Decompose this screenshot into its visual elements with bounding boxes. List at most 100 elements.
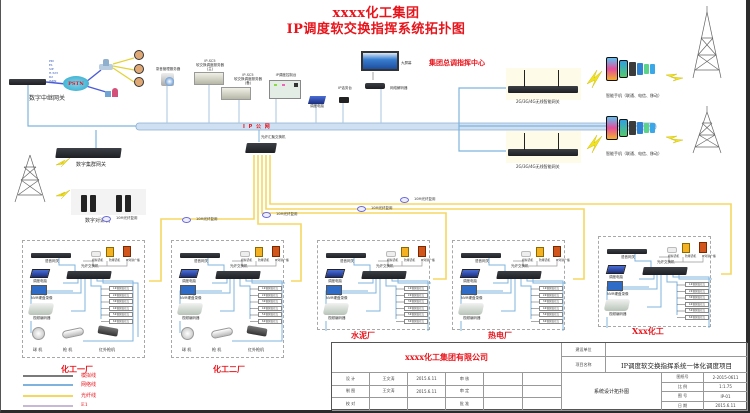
camera-label: 枪 机 — [212, 347, 222, 352]
title-block-sign-cell — [523, 373, 562, 386]
plant-fiber-switch-icon — [361, 271, 407, 279]
title-block-meta-value: IP-01 — [704, 392, 748, 402]
diagram-title-company: xxxx化工集团 — [332, 6, 420, 21]
video-encoder-icon — [603, 299, 631, 311]
pbx-icon — [97, 58, 115, 71]
voice-gateway-label: 语音网关 — [194, 259, 208, 263]
laptop-icon — [178, 269, 200, 278]
drawing-title-block: xxxx化工集团有限公司 建设单位 项目名称 IP调度软交换指挥系统一体化调度项… — [331, 342, 748, 411]
plant-fiber-switch-label: 光纤交换机 — [376, 264, 394, 268]
explosion-proof-phone-icon — [255, 247, 263, 257]
legend-label: 网络线 — [81, 382, 97, 388]
legend-label: 光纤线 — [81, 393, 97, 399]
pstn-phone-links — [112, 57, 135, 83]
ip-intercom-icon — [418, 246, 426, 257]
voice-gateway-icon — [326, 253, 366, 258]
title-block-sign-cell: 2015.6.11 — [408, 373, 446, 386]
title-block-sign-cell — [484, 373, 523, 386]
title-block-sign-cell: 王文涛 — [370, 373, 408, 386]
pstn-interface-labels: PRI E1 SIP H.323 R2 ISDN — [49, 59, 58, 83]
title-block-sign-cell — [408, 398, 446, 411]
fax-user-icon — [105, 88, 119, 98]
tower-icon-left — [14, 154, 46, 203]
laptop-label: 调度电脑 — [182, 279, 196, 283]
tower-icon-right-2 — [692, 106, 722, 154]
walkie-talkies-label: 数字对讲机 — [85, 218, 111, 224]
title-block-company: xxxx化工集团有限公司 — [332, 343, 562, 373]
analog-phone-icon — [240, 251, 250, 257]
title-block-sign-cell — [523, 385, 562, 399]
digital-cluster-gateway-device — [55, 148, 122, 158]
fiber-multiplexer-label: 10M光纤复用 — [371, 206, 393, 210]
dome-camera-icon — [32, 327, 45, 340]
voice-gateway-label: 语音网关 — [340, 259, 354, 263]
ip-intercom-icon — [123, 246, 131, 257]
terminal-label: 模拟话机 — [92, 258, 104, 262]
tower-icon-right-1 — [692, 6, 722, 79]
wireless-gateway-1 — [506, 68, 581, 100]
video-encoder-label: 视频编码器 — [463, 316, 481, 320]
video-point-box: 3#视频监控点 — [404, 299, 428, 304]
line-legend: 模拟线 网络线 光纤线 E1 — [23, 372, 113, 412]
ip-phone-icon — [339, 97, 349, 103]
title-block-sign-cell: 批 准 — [446, 398, 484, 411]
legend-swatch — [23, 384, 73, 386]
legend-swatch — [23, 395, 73, 397]
nvr-label: NVR硬盘录像 — [31, 296, 53, 300]
pstn-interface-label: E1 — [49, 63, 53, 67]
video-point-box: 3#视频监控点 — [109, 299, 133, 304]
voice-gateway-icon — [607, 249, 647, 254]
pstn-interface-label: PRI — [49, 59, 54, 63]
video-point-box: 1#视频监控点 — [109, 286, 133, 291]
video-point-box: 1#视频监控点 — [404, 286, 428, 291]
dispatch-console-label: IP调度控制台 — [275, 73, 297, 77]
plant-fiber-switch-icon — [66, 271, 112, 279]
nvr-icon — [326, 285, 342, 295]
terminal-label: 防爆话机 — [109, 258, 121, 262]
video-point-box: 1#视频监控点 — [258, 286, 282, 291]
ip-intercom-icon — [272, 246, 280, 257]
digital-trunk-gateway-device — [9, 79, 46, 85]
plant-fiber-switch-icon — [215, 271, 261, 279]
title-block-sign-cell: 校 对 — [332, 398, 370, 411]
line-gateway-backbone — [27, 84, 136, 127]
terminal-label: IP对讲广播 — [126, 258, 140, 262]
legend-swatch — [23, 405, 73, 407]
diagram-title-system: IP调度软交换指挥系统拓扑图 — [286, 22, 466, 37]
camera-label: 枪 机 — [63, 347, 73, 352]
video-encoder-icon — [457, 303, 485, 315]
plant-fiber-switch-label: 光纤交换机 — [81, 264, 99, 268]
terminal-label: IP对讲广播 — [275, 258, 289, 262]
terminal-label: 防爆话机 — [539, 258, 551, 262]
video-wall-icon — [361, 51, 399, 71]
title-block-sign-cell: 设 计 — [332, 373, 370, 386]
terminal-label: 模拟话机 — [668, 254, 680, 258]
fiber-lines — [149, 155, 732, 282]
video-point-box: 5#视频监控点 — [109, 312, 133, 317]
wireless-bolts — [55, 69, 684, 200]
laptop-icon — [324, 269, 346, 278]
title-block-meta-label: 图 号 — [662, 392, 704, 402]
terminal-label: 防爆话机 — [404, 258, 416, 262]
voice-gateway-label: 语音网关 — [475, 259, 489, 263]
title-block-sign-cell — [484, 385, 523, 399]
recording-server-icon — [161, 73, 174, 86]
smartphones-group-1 — [606, 57, 658, 83]
laptop-icon — [605, 265, 627, 274]
fiber-multiplexer-label: 10M光纤复用 — [196, 217, 218, 221]
laptop-label: 调度电脑 — [33, 279, 47, 283]
line-backbone-gateway2 — [458, 126, 506, 152]
camera-label: 红外枪机 — [248, 347, 264, 352]
video-point-box: 3#视频监控点 — [539, 299, 563, 304]
smartphones-label-1: 智能手机（联通、电信、移动） — [606, 93, 662, 98]
pstn-interface-label: SIP — [49, 67, 54, 71]
title-block-build-unit-value — [606, 343, 748, 357]
plant-name-label: 化工一厂 — [61, 364, 93, 374]
fiber-multiplexer-label: 10M光纤复用 — [414, 197, 436, 201]
video-point-box: 4#视频监控点 — [539, 305, 563, 311]
terminal-label: IP对讲广播 — [421, 258, 435, 262]
nvr-label: NVR硬盘录像 — [461, 296, 483, 300]
